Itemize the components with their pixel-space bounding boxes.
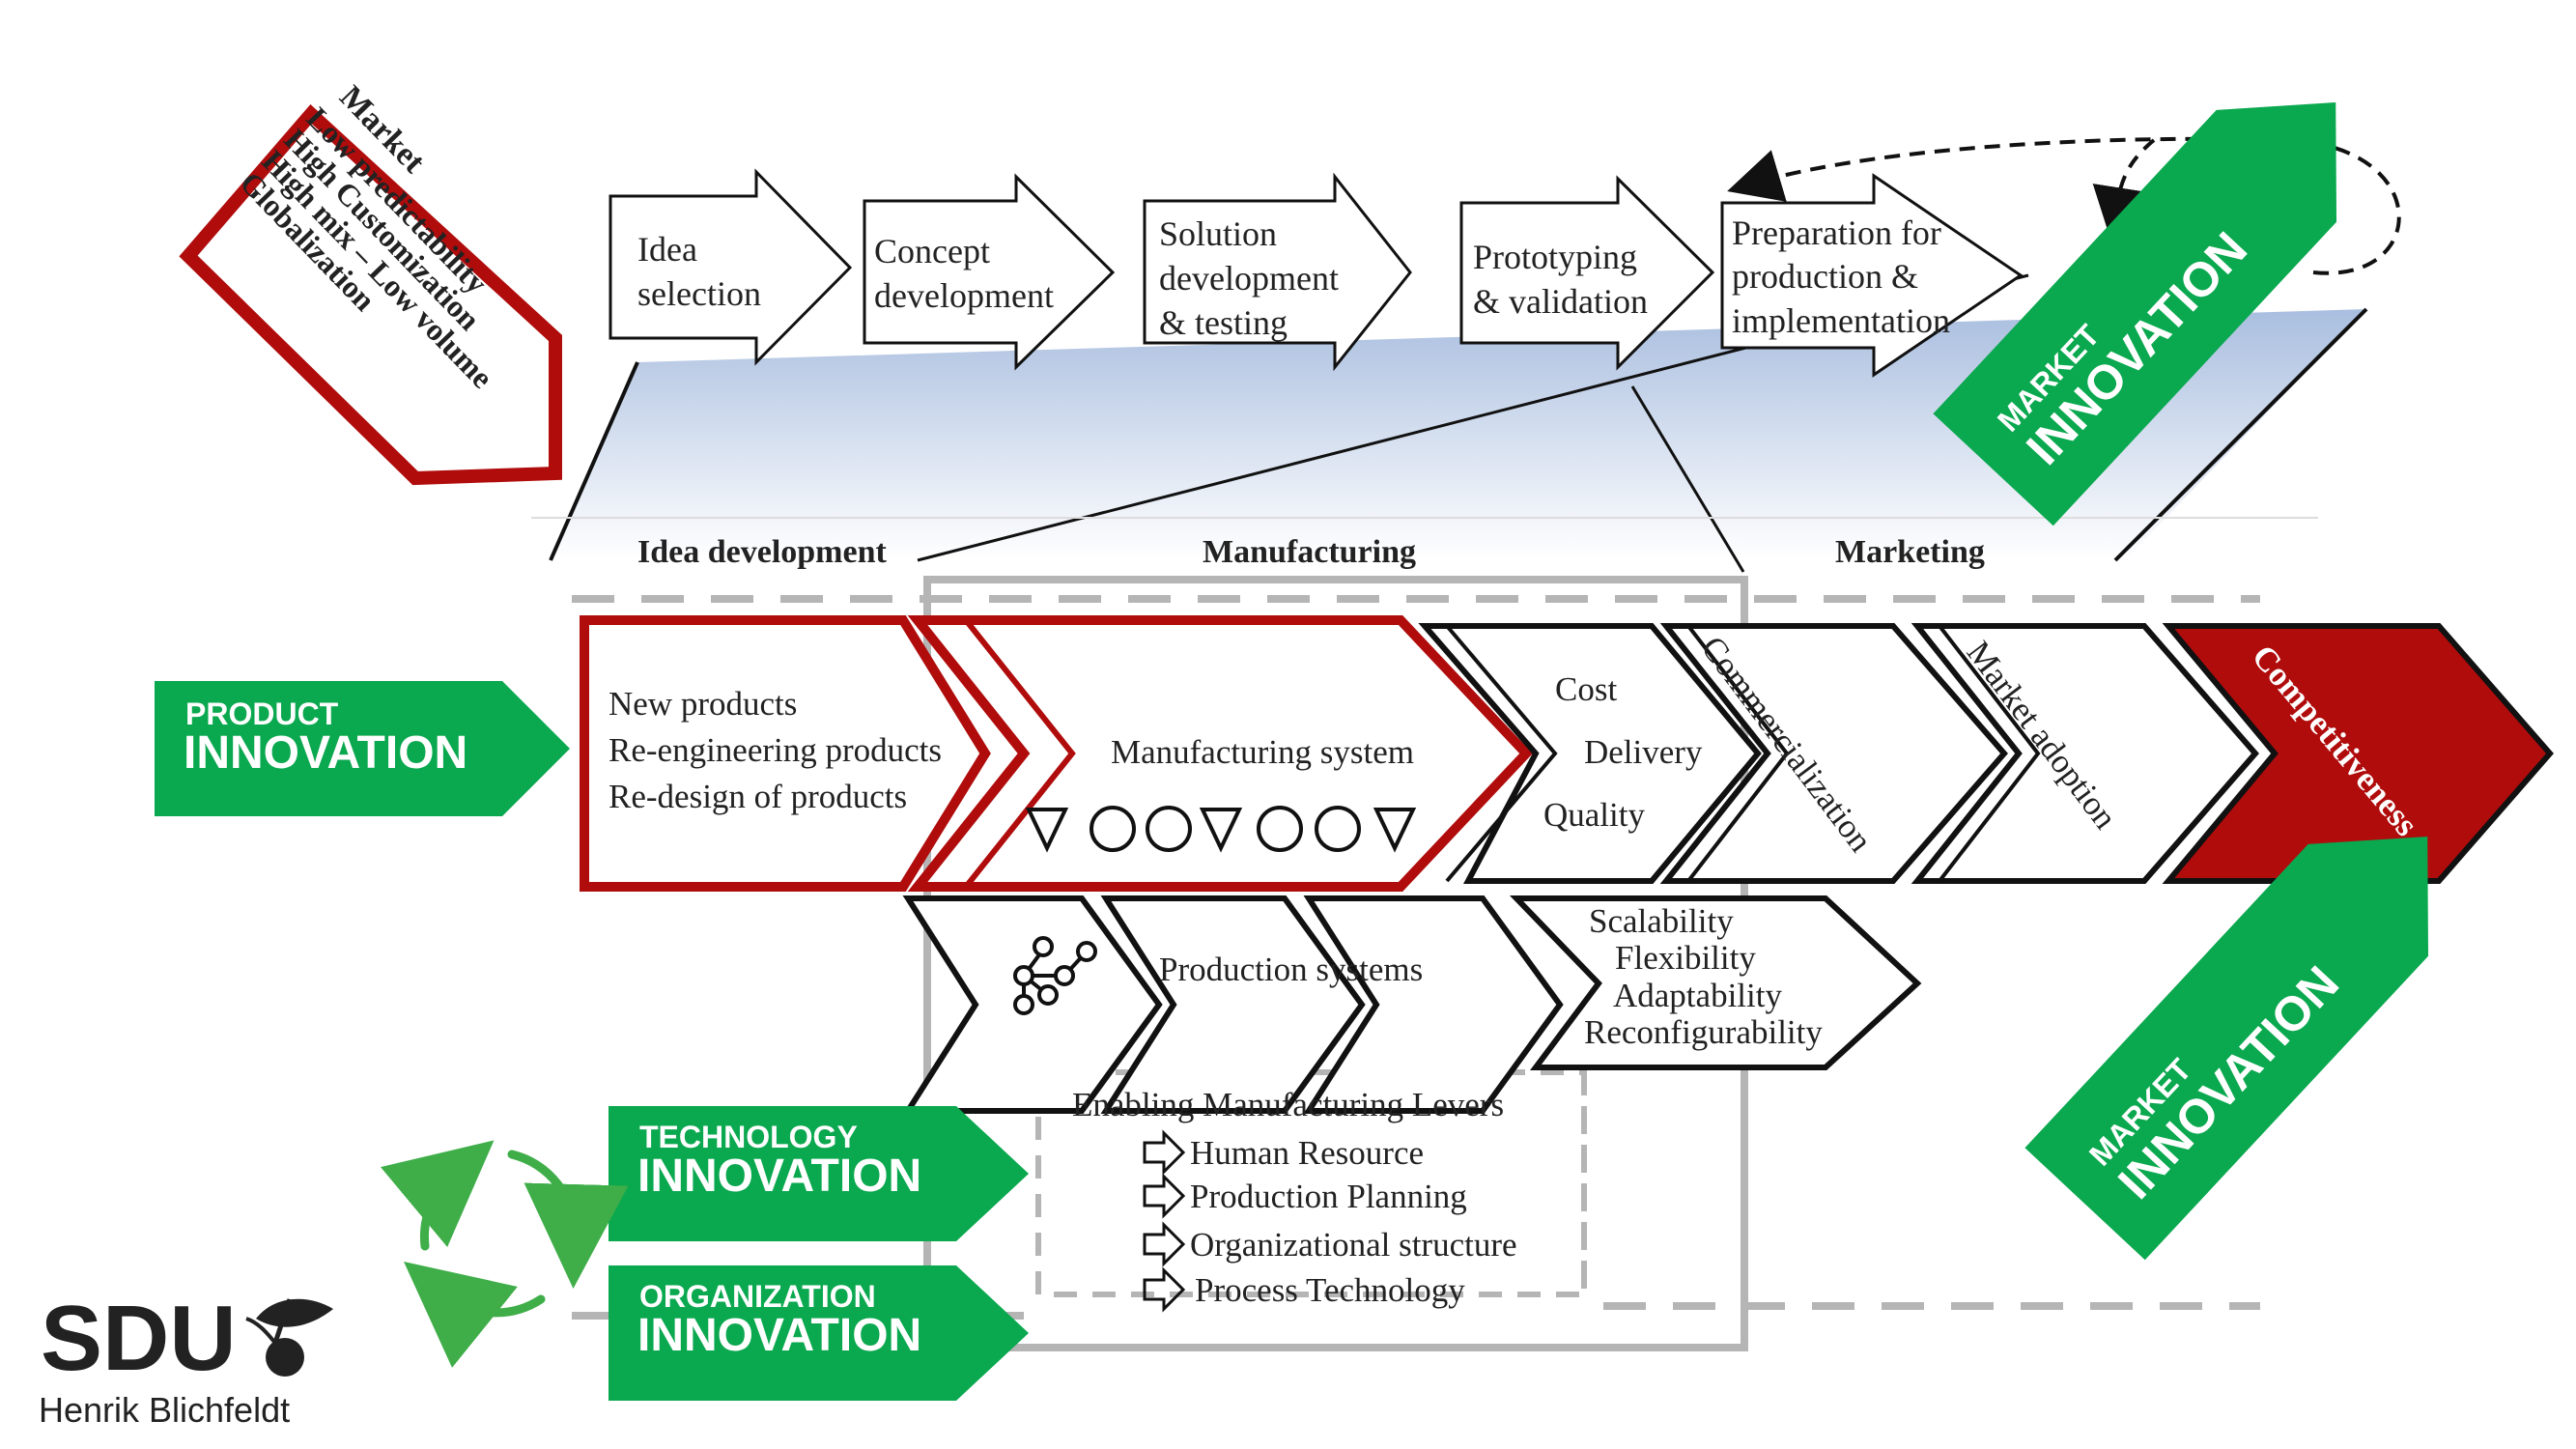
chevron-production-2 [1100,895,1366,1114]
author-name: Henrik Blichfeldt [39,1390,290,1430]
svg-text:Prototyping& validation: Prototyping & validation [1473,238,1648,321]
chevron-commercialization [1659,623,2008,884]
product-item: Re-engineering products [609,731,942,769]
product-item: New products [609,685,797,723]
badge-big-label: INNOVATION [637,1310,921,1361]
lever-item: Human Resource [1190,1134,1424,1172]
phase-manufacturing: Manufacturing [1203,534,1416,570]
badge-technology-innovation [609,1106,1029,1241]
cdq-delivery: Delivery [1584,733,1703,771]
badge-organization-innovation [609,1265,1029,1401]
phase-marketing: Marketing [1835,534,1985,570]
cdq-quality: Quality [1543,796,1645,834]
levers-title: Enabling Manufacturing Levers [1072,1086,1504,1123]
chevron-cdq [1418,623,1762,884]
phase-idea-development: Idea development [637,534,888,570]
step-label: production & [1732,257,1918,296]
badge-product-innovation [155,681,570,816]
step-label: implementation [1732,301,1950,340]
chevron-production-3 [1303,895,1564,1114]
badge-small-label: PRODUCT [185,696,339,731]
cycle-arrows-icon [380,1140,629,1368]
step-label: Concept [874,232,990,270]
badge-big-label: INNOVATION [637,1151,921,1202]
production-systems-label: Production systems [1159,951,1423,988]
lever-item: Organizational structure [1190,1226,1517,1264]
chevron-products [580,615,991,892]
badge-small-label: TECHNOLOGY [639,1120,858,1154]
phase-funnel [551,309,2366,560]
step-concept-development [863,173,1116,371]
step-prototyping [1459,175,1715,371]
sdu-apple-icon [245,1298,333,1377]
product-item: Re-design of products [609,778,907,815]
chevron-market-adoption [1911,623,2259,884]
step-preparation [1720,173,2024,378]
step-label: & validation [1473,282,1648,321]
manufacturing-system-label: Manufacturing system [1111,733,1414,771]
process-symbols-icon [1025,806,1417,853]
badge-small-label: ORGANIZATION [639,1279,876,1314]
badge-big-label: INNOVATION [184,727,467,779]
lever-item: Process Technology [1195,1271,1465,1309]
step-label: Solution [1159,214,1277,253]
step-label: Idea [637,230,697,269]
production-attribute: Flexibility [1615,939,1756,977]
step-label: development [1159,259,1339,298]
lever-item: Production Planning [1190,1178,1467,1215]
cdq-cost: Cost [1555,670,1617,708]
step-label: development [874,276,1054,315]
step-label: Prototyping [1473,238,1637,276]
step-idea-selection [609,168,853,366]
production-attribute: Reconfigurability [1584,1013,1823,1051]
step-label: selection [637,274,761,313]
production-attribute: Scalability [1589,902,1734,940]
market-pentagon [179,103,562,486]
chevron-competitiveness [2162,623,2554,884]
sdu-logo: SDU [41,1287,237,1390]
network-icon [1013,936,1097,1015]
chevron-manufacturing-system [907,615,1533,892]
production-attribute: Adaptability [1613,977,1782,1014]
step-solution-development [1143,172,1412,372]
step-label: Preparation for [1732,213,1941,252]
step-label: & testing [1159,303,1288,342]
chevron-production-attributes [1509,895,1922,1070]
lever-arrow-icon [1143,1129,1186,1313]
